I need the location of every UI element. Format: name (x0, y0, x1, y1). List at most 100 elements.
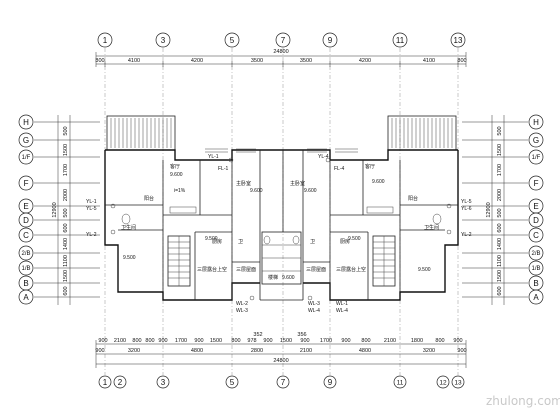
level-mark: 9.500 (348, 236, 361, 242)
axis-bubble-top (97, 32, 113, 48)
right-segment-dimension: 1500 (497, 270, 503, 282)
room-label: 客厅 (365, 163, 375, 170)
axis-bubble-top (155, 32, 171, 48)
axis-label-left: E (23, 202, 28, 211)
pipe-tag: FL-4 (334, 166, 345, 172)
axis-label-left: 1/B (21, 266, 30, 272)
right-axis-bubbles: H G 1/F F E D C 2/B 1/B B A (528, 114, 544, 305)
right-segment-dimension: 500 (497, 126, 503, 135)
bottom-row1-dimension: 800 (231, 338, 240, 344)
bottom-dimensions: 352 356 900 2100 800 800 900 1700 900 15… (95, 332, 467, 368)
bottom-row1-dimension: 900 (194, 338, 203, 344)
room-label: 卫生间 (121, 224, 136, 231)
pipe-tag: YL-5 (86, 206, 97, 212)
top-dimensions: 24800 800 4100 4200 3500 3500 4200 4100 … (95, 49, 467, 67)
left-segment-dimension: 1500 (63, 144, 69, 156)
axis-label-bottom: 1 (103, 378, 108, 387)
axis-label-top: 11 (396, 36, 405, 45)
bottom-row2-dimension: 900 (95, 348, 104, 354)
bottom-row1-dimension: 1700 (320, 338, 332, 344)
axis-label-right: B (533, 279, 538, 288)
left-segment-dimension: 500 (63, 126, 69, 135)
axis-label-left: A (23, 293, 29, 302)
bottom-row1-dimension: 900 (453, 338, 462, 344)
bottom-row1-dimension: 2100 (384, 338, 396, 344)
bottom-row2-dimension: 3200 (128, 348, 140, 354)
level-mark: 9.500 (123, 255, 136, 261)
left-dimensions: 500 1500 1700 2000 500 600 1400 1100 150… (34, 115, 100, 305)
axis-label-top: 9 (328, 36, 333, 45)
pipe-tag: YL-1 (86, 199, 97, 205)
axis-label-right: E (533, 202, 538, 211)
right-segment-dimension: 600 (497, 223, 503, 232)
bottom-total-dimension: 24800 (273, 358, 288, 364)
pipe-tag: YL-2 (461, 232, 472, 238)
bottom-row1-dimension: 978 (247, 338, 256, 344)
left-segment-dimension: 500 (63, 208, 69, 217)
left-segment-dimension: 600 (63, 223, 69, 232)
level-mark: 9.600 (250, 188, 263, 194)
pipe-tag: YL-4 (318, 154, 329, 160)
room-label: 三层露台上空 (336, 266, 366, 273)
axis-bubble-top (224, 32, 240, 48)
top-segment-dimension: 3500 (300, 58, 312, 64)
top-axis-bubbles: 1 3 5 7 9 11 13 (97, 32, 466, 48)
axis-label-left: 2/B (21, 251, 30, 257)
axis-bubble-top (450, 32, 466, 48)
pipe-tag: FL-1 (218, 166, 229, 172)
room-label: 楼梯 (268, 274, 278, 281)
vertical-axis-lines (104, 48, 459, 375)
axis-label-left: F (24, 179, 29, 188)
bottom-row1-dimension: 900 (158, 338, 167, 344)
left-axis-bubbles: H G 1/F F E D C 2/B 1/B B A (18, 114, 34, 305)
axis-label-top: 1 (103, 36, 108, 45)
pipe-tag: YL-2 (86, 232, 97, 238)
axis-label-bottom: 11 (397, 380, 404, 387)
bottom-row1-dimension: 800 (145, 338, 154, 344)
room-label: 阳台 (144, 195, 154, 202)
level-mark: 9.500 (205, 236, 218, 242)
left-segment-dimension: 1100 (63, 255, 69, 267)
bottom-row1-dimension: 2100 (114, 338, 126, 344)
axis-label-bottom: 3 (161, 378, 166, 387)
level-mark: 9.600 (372, 179, 385, 185)
level-mark: 9.600 (170, 172, 183, 178)
pipe-tag: WL-4 (336, 308, 348, 314)
top-segment-dimension: 4100 (128, 58, 140, 64)
pipe-tag: WL-3 (308, 301, 320, 307)
axis-bubble-top (392, 32, 408, 48)
bottom-row1-dimension: 800 (132, 338, 141, 344)
axis-label-bottom: 7 (281, 378, 286, 387)
top-total-dimension: 24800 (273, 49, 288, 55)
room-label: 厨房 (340, 238, 350, 245)
right-segment-dimension: 600 (497, 286, 503, 295)
bottom-row1-dimension: 900 (98, 338, 107, 344)
axis-label-bottom: 13 (454, 380, 462, 387)
axis-label-top: 13 (454, 36, 463, 45)
axis-label-right: D (533, 216, 539, 225)
bottom-row1-dimension: 900 (263, 338, 272, 344)
right-segment-dimension: 500 (497, 208, 503, 217)
room-label: 主卧室 (290, 180, 305, 187)
right-segment-dimension: 2000 (497, 189, 503, 201)
axis-label-bottom: 2 (118, 378, 123, 387)
top-segment-dimension: 4200 (191, 58, 203, 64)
room-label: 厨房 (212, 238, 222, 245)
bottom-row2-dimension: 900 (457, 348, 466, 354)
axis-label-left: G (23, 136, 29, 145)
axis-label-bottom: 12 (439, 380, 447, 387)
room-label: 主卧室 (236, 180, 251, 187)
bottom-axis-bubbles: 1 2 3 5 7 9 11 12 13 (98, 375, 465, 389)
top-segment-dimension: 800 (457, 58, 466, 64)
axis-label-right: F (534, 179, 539, 188)
bottom-row1-dimension: 1500 (210, 338, 222, 344)
level-mark: 9.600 (282, 275, 295, 281)
pipe-tag: WL-1 (336, 301, 348, 307)
axis-label-top: 3 (161, 36, 166, 45)
pipe-tag: WL-4 (308, 308, 320, 314)
axis-bubble-top (322, 32, 338, 48)
room-label: 卫生间 (424, 224, 439, 231)
axis-label-left: 1/F (22, 155, 31, 161)
axis-label-right: A (533, 293, 539, 302)
